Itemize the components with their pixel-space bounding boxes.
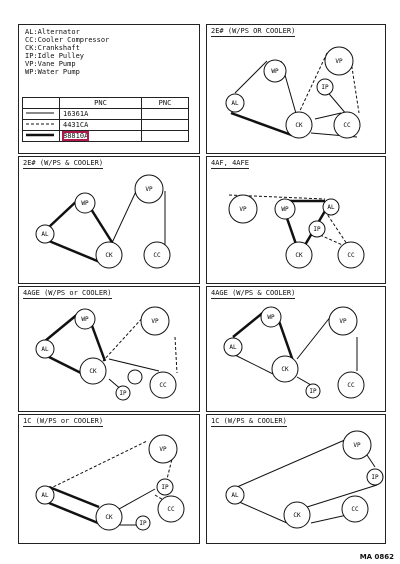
belt-panel-2e-ps-or-cooler: 2E# (W/PS OR COOLER) WP VP IP AL CK CC (206, 24, 386, 154)
label-ck: CK (295, 122, 303, 129)
label-al: AL (231, 492, 239, 499)
panel-title: 1C (W/PS or COOLER) (23, 417, 104, 425)
label-vp: VP (239, 206, 247, 213)
legend-cooler-compressor: CC:Cooler Compressor (25, 36, 110, 44)
legend-vane-pump: VP:Vane Pump (25, 60, 76, 68)
pnc-code: 4431CA (59, 119, 142, 131)
panel-title: 4AGE (W/PS & COOLER) (211, 289, 296, 297)
belt-diagram: WP VP AL CK IP CC (223, 306, 365, 399)
panel-title: 1C (W/PS & COOLER) (211, 417, 287, 425)
label-ip: IP (119, 390, 127, 397)
label-ck: CK (89, 368, 97, 375)
label-vp: VP (159, 446, 167, 453)
pnc-header-1: PNC (59, 97, 142, 109)
panel-title: 4AF, 4AFE (211, 159, 249, 167)
label-cc: CC (351, 506, 359, 513)
label-ck: CK (281, 366, 289, 373)
legend-water-pump: WP:Water Pump (25, 68, 80, 76)
label-cc: CC (343, 122, 351, 129)
pnc-table-header: PNC PNC (22, 97, 189, 109)
figure-code: MA 0862 (359, 553, 394, 561)
label-wp: WP (81, 316, 89, 323)
label-cc: CC (159, 382, 167, 389)
legend-crankshaft: CK:Crankshaft (25, 44, 80, 52)
belt-diagram: WP VP AL CK CC (35, 174, 171, 269)
label-wp: WP (81, 200, 89, 207)
label-al: AL (231, 100, 239, 107)
legend-alternator: AL:Alternator (25, 28, 80, 36)
label-al: AL (41, 492, 49, 499)
pnc-row: 4431CA (22, 119, 189, 131)
belt-panel-4age-ps-and-cooler: 4AGE (W/PS & COOLER) WP VP AL CK IP CC (206, 286, 386, 412)
belt-diagram: VP IP AL CK CC (225, 430, 384, 529)
belt-panel-4age-ps-or-cooler: 4AGE (W/PS or COOLER) WP VP AL CK IP CC (18, 286, 200, 412)
label-al: AL (327, 204, 335, 211)
label-vp: VP (353, 442, 361, 449)
belt-diagram: WP VP IP AL CK CC (225, 46, 361, 139)
belt-diagram: VP IP AL CK IP CC (35, 434, 185, 531)
label-ck: CK (293, 512, 301, 519)
label-wp: WP (281, 206, 289, 213)
label-al: AL (41, 346, 49, 353)
panel-title: 2E# (W/PS OR COOLER) (211, 27, 296, 35)
label-ip: IP (139, 520, 147, 527)
label-ck: CK (105, 252, 113, 259)
label-ip: IP (161, 484, 169, 491)
label-vp: VP (335, 58, 343, 65)
label-ip: IP (309, 388, 317, 395)
pnc-header-2: PNC (141, 97, 189, 109)
line-sample-dashed (22, 119, 60, 131)
label-vp: VP (145, 186, 153, 193)
belt-diagram: WP VP AL CK IP CC (35, 306, 178, 401)
label-vp: VP (339, 318, 347, 325)
label-vp: VP (151, 318, 159, 325)
pnc-code: 16361A (59, 108, 142, 120)
label-al: AL (41, 231, 49, 238)
line-sample-thin (22, 108, 60, 120)
label-ip: IP (321, 84, 329, 91)
pnc-header-style (22, 97, 60, 109)
label-cc: CC (347, 382, 355, 389)
label-ip: IP (313, 226, 321, 233)
pnc-row: 88810A (22, 130, 189, 142)
panel-title: 4AGE (W/PS or COOLER) (23, 289, 112, 297)
label-wp: WP (271, 68, 279, 75)
label-ip: IP (371, 474, 379, 481)
panel-title: 2E# (W/PS & COOLER) (23, 159, 104, 167)
label-al: AL (229, 344, 237, 351)
label-wp: WP (267, 314, 275, 321)
belt-diagram: VP WP AL IP CK CC (228, 194, 365, 269)
pnc-code-highlighted[interactable]: 88810A (59, 130, 142, 142)
belt-panel-2e-ps-and-cooler: 2E# (W/PS & COOLER) WP VP AL CK CC (18, 156, 200, 284)
belt-panel-1c-ps-or-cooler: 1C (W/PS or COOLER) VP IP AL CK IP CC (18, 414, 200, 544)
line-sample-thick (22, 130, 60, 142)
label-cc: CC (167, 506, 175, 513)
legend-idle-pulley: IP:Idle Pulley (25, 52, 85, 60)
label-cc: CC (347, 252, 355, 259)
label-ck: CK (105, 514, 113, 521)
pnc-table: PNC PNC 16361A 4431CA 88810A (22, 97, 189, 142)
label-cc: CC (153, 252, 161, 259)
belt-panel-4af-4afe: 4AF, 4AFE VP WP AL IP CK CC (206, 156, 386, 284)
label-ck: CK (295, 252, 303, 259)
belt-panel-1c-ps-and-cooler: 1C (W/PS & COOLER) VP IP AL CK CC (206, 414, 386, 544)
pnc-row: 16361A (22, 108, 189, 120)
